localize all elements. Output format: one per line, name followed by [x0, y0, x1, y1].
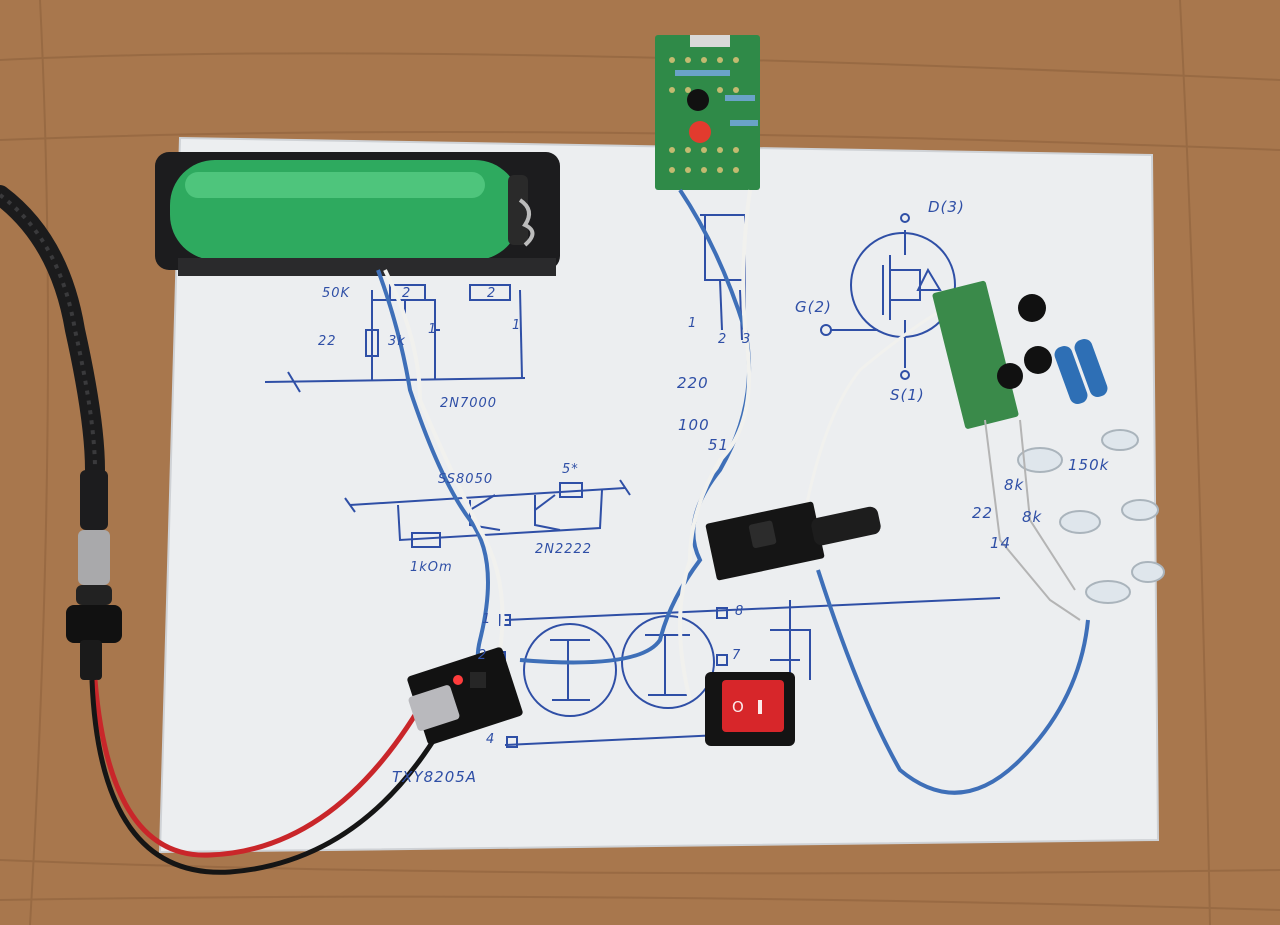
label-220: 220: [677, 374, 709, 392]
label-chip-pin1: 1: [482, 612, 492, 627]
label-22-right: 22: [972, 504, 994, 522]
label-8k-top: 8k: [1004, 476, 1025, 494]
label-chip-pin7: 7: [732, 648, 742, 663]
label-1kom: 1kOm: [410, 560, 453, 575]
label-pin2-left: 2: [402, 286, 412, 301]
label-chip-pin2: 2: [478, 648, 488, 663]
red-led: [689, 121, 711, 143]
usb-c-port: [408, 685, 460, 731]
label-chip-pin4: 4: [486, 732, 496, 747]
label-51: 51: [708, 436, 730, 454]
blue-wire: [376, 269, 507, 702]
label-14: 14: [990, 534, 1012, 552]
label-50k: 50K: [322, 286, 351, 301]
transistor-board: [932, 280, 1019, 429]
label-source: S(1): [890, 386, 925, 404]
metal-connector: [78, 530, 110, 585]
label-pin-1: 1: [688, 316, 698, 331]
label-pin-3: 3: [742, 332, 752, 347]
label-22: 22: [318, 334, 337, 349]
label-pin2-right: 2: [487, 286, 497, 301]
label-100: 100: [678, 416, 710, 434]
label-chip-pin8: 8: [735, 604, 745, 619]
label-2n7000: 2N7000: [440, 396, 498, 411]
label-gate: G(2): [795, 298, 832, 316]
label-ss8050: SS8050: [438, 472, 494, 487]
label-2n2222: 2N2222: [535, 542, 593, 557]
label-5-star: 5*: [562, 462, 579, 477]
label-txy8205a: TXY8205A: [392, 768, 478, 786]
label-pin1-left: 1: [428, 322, 438, 337]
label-8k-bottom: 8k: [1022, 508, 1043, 526]
svg-text:O: O: [732, 698, 744, 716]
label-3k: 3k: [388, 334, 406, 349]
capacitor: [811, 506, 881, 546]
label-drain: D(3): [928, 198, 965, 216]
label-150k: 150k: [1068, 456, 1110, 474]
transistor: [687, 89, 709, 111]
label-pin1-right: 1: [512, 318, 522, 333]
black-wire: [89, 679, 443, 875]
paper-sheet: [160, 138, 1158, 852]
label-pin-2: 2: [718, 332, 728, 347]
red-wire: [92, 679, 433, 858]
led-array: [1017, 429, 1165, 604]
jack-plug: [66, 605, 122, 643]
